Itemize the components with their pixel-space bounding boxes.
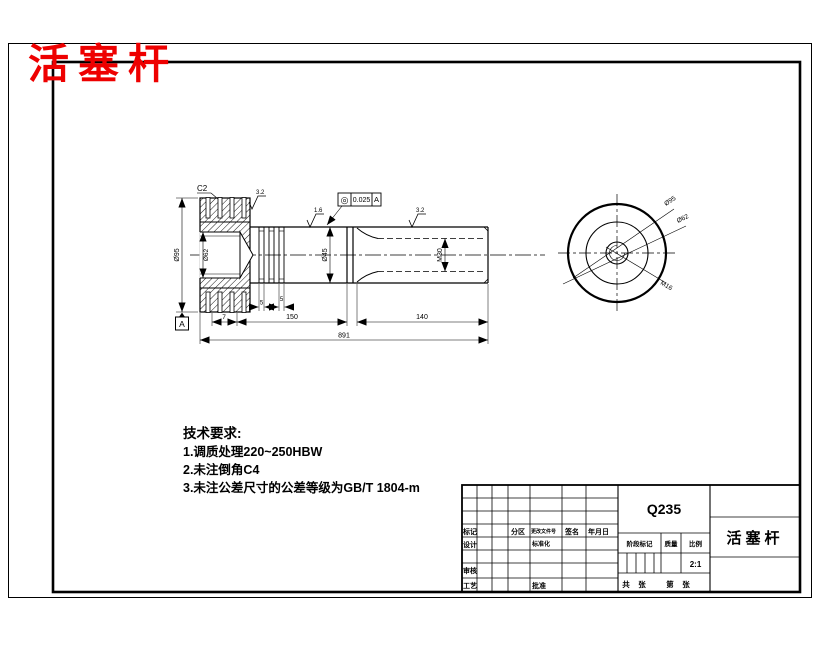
tb-sheet-no-unit: 张: [682, 580, 690, 589]
side-view: C2 3.2 1.6 3.2 ◎ 0.025 A: [174, 184, 545, 344]
title-block: 标记 分区 更改文件号 签名 年月日 设计 标准化 审核 工艺 批准 Q235 …: [461, 484, 801, 593]
tb-scale-value: 2:1: [690, 560, 702, 569]
leader-line: [562, 225, 687, 285]
dim-flange-dia-label: Ø95: [174, 248, 181, 261]
tb-label-approve: 批准: [532, 581, 546, 590]
fcf-datum-ref: A: [374, 195, 379, 204]
roughness-value-3: 3.2: [416, 208, 425, 214]
inner-hole-circle: [605, 241, 629, 265]
tb-label-review: 审核: [463, 566, 477, 575]
roughness-value-1: 3.2: [256, 190, 265, 196]
leader-line: [605, 246, 667, 284]
title-block-grid: [462, 485, 800, 592]
dim-groove-1-label: 5: [260, 301, 264, 307]
dim-total-length: 891: [200, 333, 488, 344]
dim-end-thread-label: M30: [437, 248, 444, 262]
tb-label-process: 工艺: [463, 581, 477, 590]
end-view: Ø95 Ø62 M16: [558, 194, 690, 312]
tb-label-mark: 标记: [462, 527, 477, 536]
dim-rod-diameter: Ø45: [322, 227, 334, 283]
dim-mid-length-label: 150: [286, 314, 298, 321]
dim-groove-2: 5: [269, 297, 294, 311]
tb-material: Q235: [647, 501, 681, 517]
tb-sheet-no-label: 第: [666, 579, 674, 589]
dim-center-thread-label: M16: [659, 280, 674, 293]
dim-outer-circle-label: Ø95: [663, 195, 677, 208]
fcf-tolerance-value: 0.025: [353, 197, 371, 204]
red-stamp-title: 活塞杆: [28, 40, 178, 88]
dim-bore-dia-label: Ø62: [203, 248, 210, 261]
piston-head-section: [199, 197, 254, 313]
tb-sheets-total-label: 共: [622, 579, 630, 589]
dim-bore-diameter: Ø62: [199, 232, 210, 278]
dim-flange-diameter: Ø95: [174, 197, 198, 313]
dim-middle-circle-label: Ø62: [676, 213, 690, 225]
middle-circle: [585, 221, 649, 285]
tech-req-item-2: 2.未注倒角C4: [183, 462, 259, 477]
dim-groove-1: 5: [249, 301, 274, 311]
dim-mid-length: 150: [237, 314, 347, 326]
feature-control-frame: ◎ 0.025 A: [326, 192, 382, 226]
outer-circle: [566, 202, 668, 304]
roughness-value-2: 1.6: [314, 208, 323, 214]
chamfer-label: C2: [197, 184, 208, 193]
tb-label-zone: 分区: [511, 527, 525, 536]
dim-end-thread: M30: [437, 238, 449, 272]
tb-label-signature: 签名: [564, 527, 579, 536]
tech-req-item-1: 1.调质处理220~250HBW: [183, 444, 322, 459]
tb-label-date: 年月日: [588, 527, 609, 536]
roughness-icon: 3.2: [248, 190, 266, 210]
tb-label-standardization: 标准化: [531, 540, 550, 548]
dim-rod-dia-label: Ø45: [322, 248, 329, 261]
inner-border-frame: [51, 60, 802, 594]
tech-req-heading: 技术要求:: [183, 425, 242, 441]
outer-border-frame: [8, 43, 812, 598]
chamfer-callout: C2: [197, 184, 219, 200]
tb-sheets-total-unit: 张: [638, 580, 646, 589]
datum-letter: A: [179, 319, 185, 329]
tech-req-item-3: 3.未注公差尺寸的公差等级为GB/T 1804-m: [183, 480, 420, 495]
dim-total-length-label: 891: [338, 333, 350, 340]
fcf-symbol-icon: ◎: [341, 195, 349, 205]
rod-body: [250, 226, 489, 284]
tb-label-scale: 比例: [689, 539, 703, 548]
datum-flag: A: [175, 312, 189, 331]
dim-groove-2-label: 5: [280, 297, 284, 303]
dim-end-length: 140: [357, 314, 488, 326]
tb-part-name: 活塞杆: [726, 529, 783, 547]
tech-requirements: 技术要求: 1.调质处理220~250HBW 2.未注倒角C4 3.未注公差尺寸…: [183, 425, 420, 495]
roughness-icon: 3.2: [408, 208, 426, 228]
dim-head-length: 7: [212, 314, 237, 326]
ring-grooves: [258, 227, 285, 283]
dim-end-length-label: 140: [416, 314, 428, 321]
tb-label-stage-mark: 阶段标记: [627, 539, 654, 548]
tb-label-design: 设计: [463, 540, 477, 549]
roughness-icon: 1.6: [306, 208, 324, 228]
leader-line: [572, 208, 675, 279]
dim-head-length-label: 7: [222, 314, 226, 321]
tb-label-change-no: 更改文件号: [531, 528, 556, 535]
title-block-frame: [461, 484, 801, 593]
tb-label-weight: 质量: [665, 539, 679, 548]
